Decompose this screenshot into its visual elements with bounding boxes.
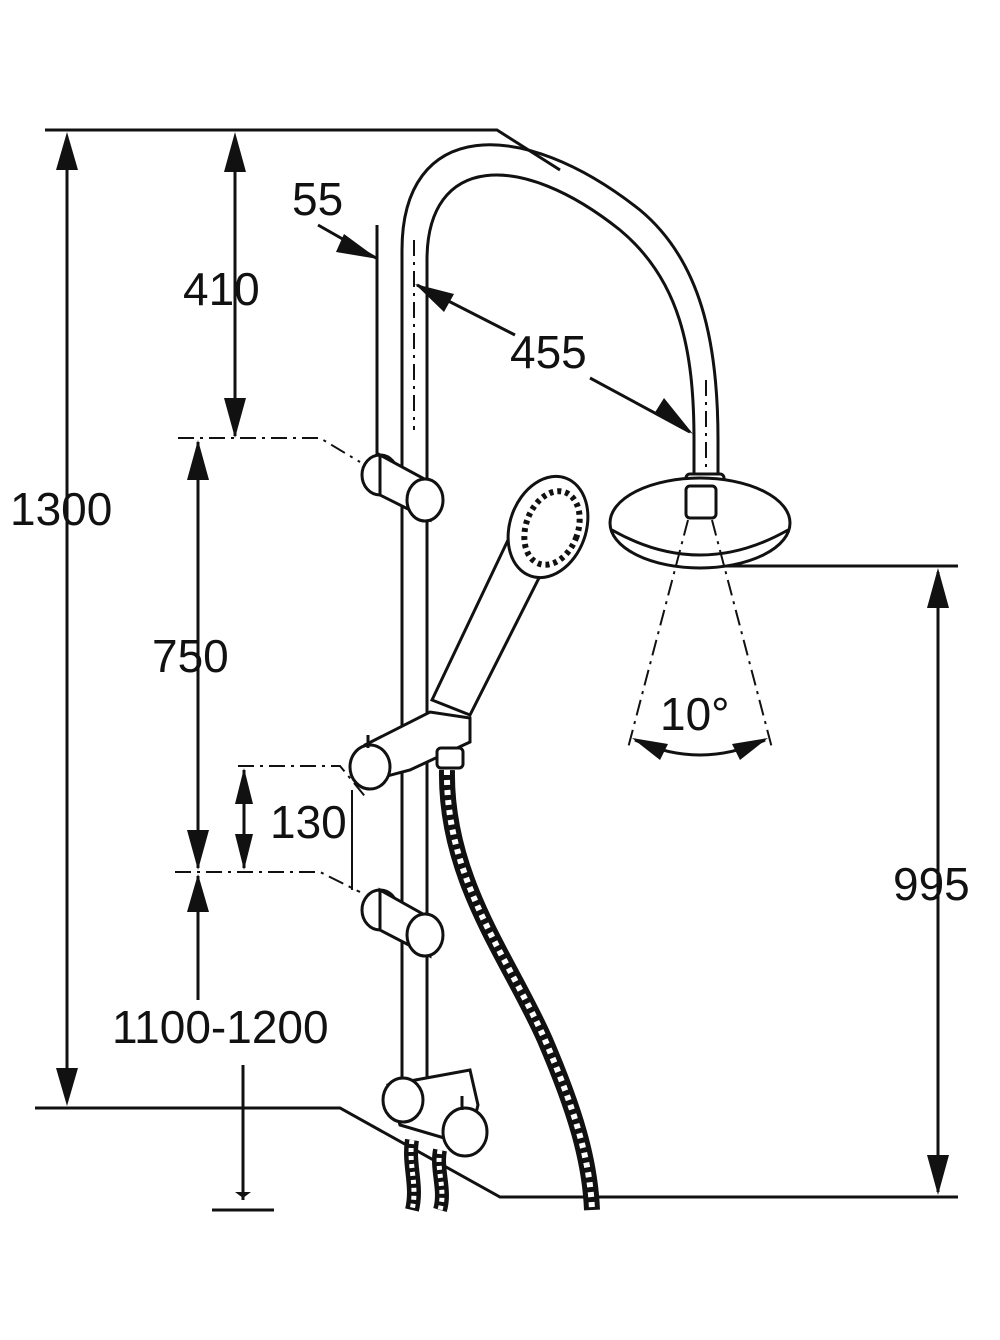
arrowhead [632, 738, 668, 760]
supply-hose-left-coil [408, 1139, 417, 1211]
arrowhead [187, 874, 209, 912]
arrowhead [235, 768, 253, 804]
upper-holder-cap [405, 477, 445, 523]
label-head-height: 995 [893, 858, 970, 910]
arrowhead [187, 830, 209, 870]
hose-outlet [435, 746, 465, 770]
arrowhead [187, 440, 209, 480]
overhead-shower-head [608, 472, 792, 760]
hand-shower-nozzles [521, 488, 583, 568]
label-top-segment: 410 [183, 263, 260, 315]
floor-extension-line [35, 1106, 958, 1199]
slider-centerline [238, 765, 369, 801]
spray-edge-left [627, 519, 689, 749]
arrowhead [56, 132, 78, 170]
arrowhead [336, 234, 378, 259]
label-pipe-offset: 55 [292, 173, 343, 225]
arrowhead [927, 568, 949, 608]
head-plate [608, 476, 792, 570]
slider-knob [348, 743, 392, 791]
shower-rail [375, 143, 720, 1100]
arrowhead [732, 738, 768, 760]
spray-edge-right [711, 519, 773, 749]
head-rim [611, 528, 789, 557]
arrowhead [235, 834, 253, 870]
arrowhead [654, 398, 693, 434]
dimension-labels: 1300 410 55 455 750 130 1100-1200 995 10… [10, 173, 970, 1053]
hose-coil-pattern [443, 769, 595, 1211]
arrowhead [224, 398, 246, 438]
arrowhead [415, 284, 454, 312]
hand-shower [429, 474, 590, 717]
arrowhead [235, 1192, 251, 1198]
dimension-arrows [56, 132, 949, 1212]
lower-holder-cap [405, 912, 445, 958]
label-arm-length: 455 [510, 326, 587, 378]
label-spray-angle: 10° [660, 688, 730, 740]
label-middle-segment: 750 [152, 630, 229, 682]
head-nut [684, 484, 718, 520]
valve-right-knob [441, 1106, 489, 1158]
label-holder-spacing: 130 [270, 796, 347, 848]
valve-left-knob [381, 1076, 425, 1124]
label-mount-range: 1100-1200 [112, 1001, 329, 1053]
arrowhead [927, 1155, 949, 1195]
supply-hose-right [432, 1148, 449, 1213]
rail-inner-edge [425, 173, 696, 1100]
rail-holders [348, 452, 489, 1158]
top-extension-line [45, 128, 561, 172]
rail-outer-edge [400, 143, 720, 1100]
label-total-height: 1300 [10, 483, 112, 535]
extension-lines [35, 128, 958, 1199]
arrowhead [56, 1068, 78, 1106]
upper-holder-centerline [178, 437, 361, 463]
lower-holder-centerline [175, 871, 361, 893]
arrowhead [224, 132, 246, 172]
hoses [404, 769, 600, 1213]
